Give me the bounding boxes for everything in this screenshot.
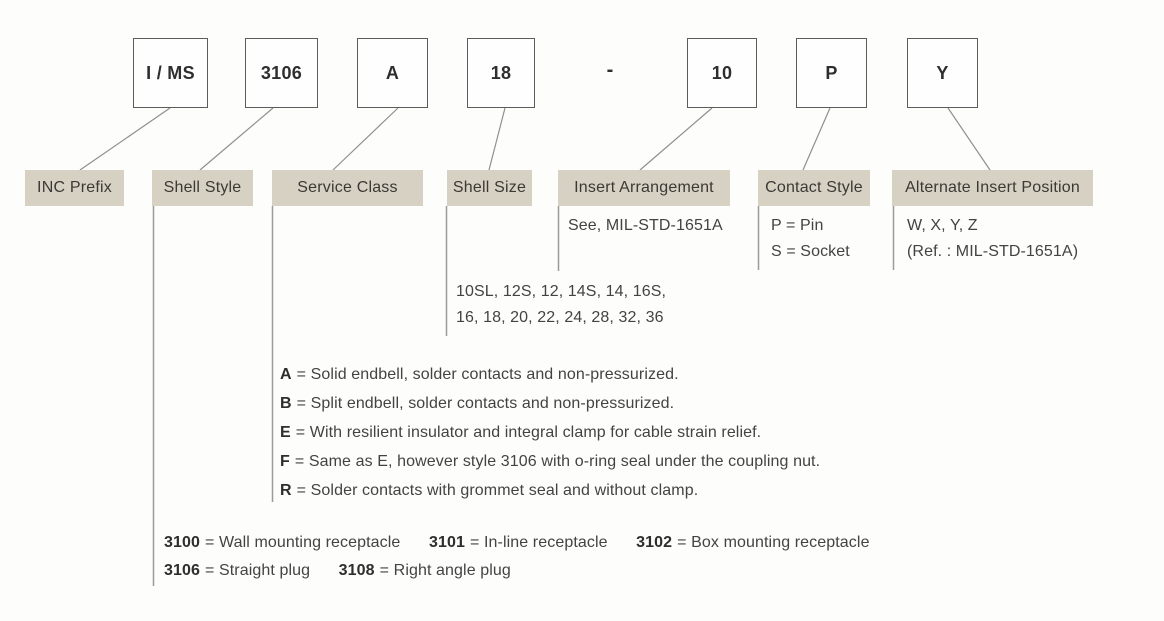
label-service-class: Service Class	[272, 170, 423, 206]
code-box-shell-size: 18	[467, 38, 535, 108]
code-box-service-class: A	[357, 38, 428, 108]
service-class-desc-f: = Same as E, however style 3106 with o-r…	[294, 453, 821, 470]
label-shell-style: Shell Style	[152, 170, 253, 206]
alternate-insert-notes: W, X, Y, Z (Ref. : MIL-STD-1651A)	[907, 213, 1078, 265]
shell-style-option-3106: 3106 = Straight plug	[164, 562, 310, 580]
service-class-code-r: R	[280, 482, 292, 499]
shell-style-code-3108: 3108	[338, 562, 375, 579]
code-box-inc-prefix: I / MS	[133, 38, 208, 108]
service-class-code-a: A	[280, 366, 292, 383]
service-class-option-r: R= Solder contacts with grommet seal and…	[280, 482, 698, 500]
shell-style-option-3101: 3101= In-line receptacle	[429, 534, 608, 552]
shell-style-option-3108: 3108= Right angle plug	[339, 562, 511, 580]
code-separator-dash: -	[606, 58, 614, 81]
alternate-insert-values: W, X, Y, Z	[907, 217, 978, 234]
shell-style-option-3102: 3102= Box mounting receptacle	[636, 534, 869, 552]
code-box-insert-arrangement: 10	[687, 38, 757, 108]
shell-style-desc-3100: = Wall mounting receptacle	[205, 534, 401, 551]
label-alternate-insert-position: Alternate Insert Position	[892, 170, 1093, 206]
service-class-desc-a: = Solid endbell, solder contacts and non…	[296, 366, 679, 383]
shell-style-options-row2: 3106 = Straight plug 3108= Right angle pl…	[164, 562, 535, 580]
shell-style-code-3101: 3101	[428, 534, 465, 551]
shell-size-values: 10SL, 12S, 12, 14S, 14, 16S, 16, 18, 20,…	[456, 279, 666, 331]
service-class-code-f: F	[280, 453, 290, 470]
shell-style-desc-3102: = Box mounting receptacle	[677, 534, 870, 551]
shell-style-desc-3101: = In-line receptacle	[469, 534, 608, 551]
label-insert-arrangement: Insert Arrangement	[558, 170, 730, 206]
shell-style-desc-3108: = Right angle plug	[379, 562, 511, 579]
contact-style-note-socket: S = Socket	[771, 243, 850, 260]
shell-style-code-3100: 3100	[164, 534, 200, 551]
code-box-shell-style: 3106	[245, 38, 318, 108]
shell-style-option-3100: 3100 = Wall mounting receptacle	[164, 534, 400, 552]
shell-style-desc-3106: = Straight plug	[205, 562, 311, 579]
service-class-code-b: B	[280, 395, 292, 412]
shell-size-values-line1: 10SL, 12S, 12, 14S, 14, 16S,	[456, 283, 667, 300]
shell-style-options-row1: 3100 = Wall mounting receptacle 3101= In-…	[164, 534, 894, 552]
contact-style-note-pin: P = Pin	[771, 217, 824, 234]
service-class-desc-b: = Split endbell, solder contacts and non…	[296, 395, 675, 412]
shell-size-values-line2: 16, 18, 20, 22, 24, 28, 32, 36	[456, 309, 664, 326]
label-contact-style: Contact Style	[758, 170, 870, 206]
service-class-option-e: E= With resilient insulator and integral…	[280, 424, 761, 442]
service-class-desc-r: = Solder contacts with grommet seal and …	[296, 482, 699, 499]
shell-style-code-3102: 3102	[636, 534, 673, 551]
label-shell-size: Shell Size	[447, 170, 532, 206]
contact-style-notes: P = Pin S = Socket	[771, 213, 850, 265]
service-class-option-a: A= Solid endbell, solder contacts and no…	[280, 366, 679, 384]
service-class-option-b: B= Split endbell, solder contacts and no…	[280, 395, 674, 413]
service-class-code-e: E	[280, 424, 291, 441]
alternate-insert-ref: (Ref. : MIL-STD-1651A)	[907, 243, 1079, 260]
code-box-alternate-insert: Y	[907, 38, 978, 108]
service-class-option-f: F= Same as E, however style 3106 with o-…	[280, 453, 820, 471]
service-class-desc-e: = With resilient insulator and integral …	[295, 424, 762, 441]
insert-arrangement-note: See, MIL-STD-1651A	[568, 217, 723, 234]
code-box-contact-style: P	[796, 38, 867, 108]
label-inc-prefix: INC Prefix	[25, 170, 124, 206]
shell-style-code-3106: 3106	[164, 562, 200, 579]
